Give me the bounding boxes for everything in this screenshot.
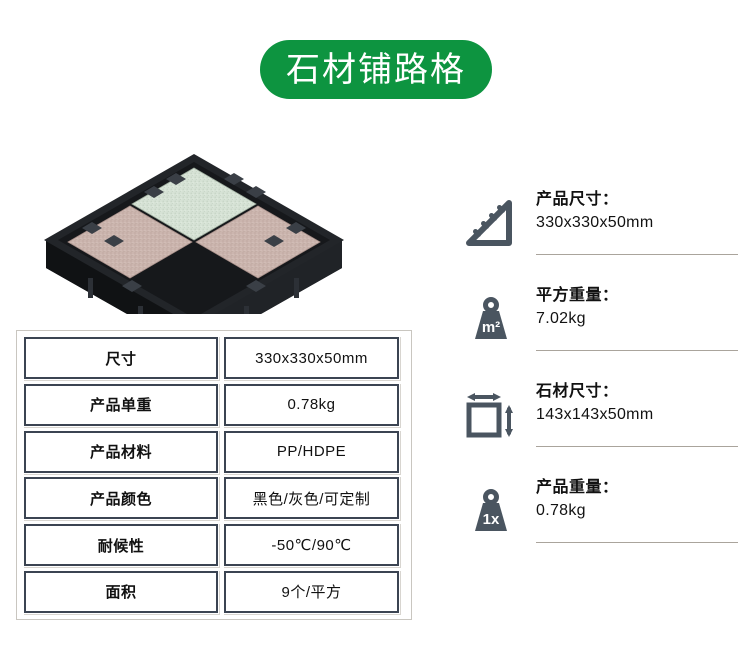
feature-value: 7.02kg [536, 310, 586, 328]
weight-icon-label: 1x [483, 511, 500, 528]
feature-text: 产品重量： 0.78kg [536, 474, 738, 570]
spec-value: -50℃/90℃ [224, 524, 399, 567]
spec-label: 产品颜色 [24, 477, 218, 520]
weight-m2-icon: m² [460, 288, 522, 350]
page-title: 石材铺路格 [286, 50, 466, 89]
feature-value: 0.78kg [536, 502, 586, 520]
table-row: 面积 9个/平方 [24, 570, 404, 613]
feature-value: 143x143x50mm [536, 406, 654, 424]
feature-text: 平方重量： 7.02kg [536, 282, 738, 378]
feature-text: 产品尺寸： 330x330x50mm [536, 186, 738, 282]
spec-value: 330x330x50mm [224, 337, 399, 379]
table-row: 耐候性 -50℃/90℃ [24, 524, 404, 567]
product-image [34, 128, 354, 314]
weight-1x-icon: 1x [460, 480, 522, 542]
frame-side-notches [88, 278, 299, 314]
feature-divider [536, 446, 738, 447]
feature-label: 产品尺寸： [536, 191, 619, 208]
stone-tiles [67, 167, 321, 279]
feature-item-product-size: 产品尺寸： 330x330x50mm [460, 186, 738, 282]
feature-item-stone-size: 石材尺寸： 143x143x50mm [460, 378, 738, 474]
feature-divider [536, 542, 738, 543]
spec-value: 0.78kg [224, 383, 399, 426]
spec-label: 产品单重 [24, 383, 218, 426]
feature-text: 石材尺寸： 143x143x50mm [536, 378, 738, 474]
page-title-badge: 石材铺路格 [260, 40, 492, 99]
table-row: 产品单重 0.78kg [24, 383, 404, 426]
feature-label: 平方重量： [536, 287, 619, 304]
feature-list: 产品尺寸： 330x330x50mm m² 平方重量： 7.02kg [460, 186, 738, 570]
feature-value: 330x330x50mm [536, 214, 654, 232]
table-row: 尺寸 330x330x50mm [24, 337, 404, 379]
spec-label: 产品材料 [24, 430, 218, 473]
feature-label: 产品重量： [536, 479, 619, 496]
specification-table: 尺寸 330x330x50mm 产品单重 0.78kg 产品材料 PP/HDPE… [16, 330, 412, 620]
set-square-ruler-icon [460, 192, 522, 254]
feature-divider [536, 254, 738, 255]
feature-divider [536, 350, 738, 351]
square-dimensions-icon [460, 384, 522, 446]
table-row: 产品材料 PP/HDPE [24, 430, 404, 473]
spec-value: PP/HDPE [224, 430, 399, 473]
feature-item-product-weight: 1x 产品重量： 0.78kg [460, 474, 738, 570]
spec-value: 9个/平方 [224, 570, 399, 613]
table-row: 产品颜色 黑色/灰色/可定制 [24, 477, 404, 520]
spec-label: 尺寸 [24, 337, 218, 379]
frame-slots [82, 173, 306, 292]
spec-value: 黑色/灰色/可定制 [224, 477, 399, 520]
feature-item-weight-per-sqm: m² 平方重量： 7.02kg [460, 282, 738, 378]
spec-label: 耐候性 [24, 524, 218, 567]
weight-icon-label: m² [482, 319, 500, 336]
spec-label: 面积 [24, 570, 218, 613]
feature-label: 石材尺寸： [536, 383, 619, 400]
